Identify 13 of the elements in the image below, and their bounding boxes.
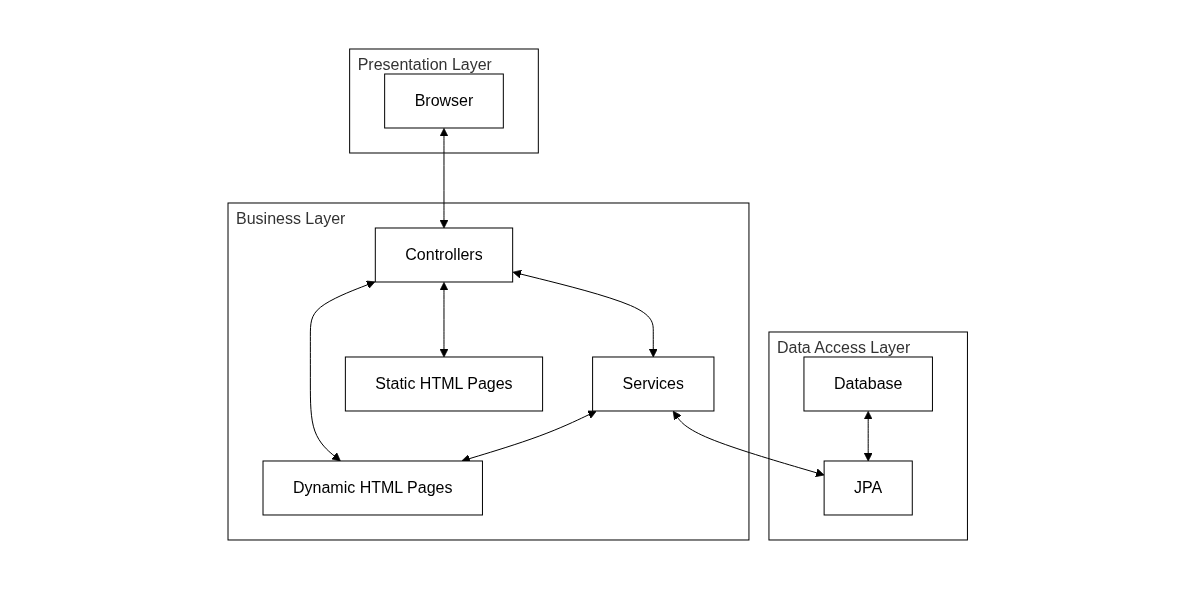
arrow: [439, 128, 449, 229]
node-box: Services: [592, 356, 715, 412]
arrow: [673, 410, 825, 478]
node-box: Database: [803, 356, 934, 412]
node-box: Controllers: [375, 227, 514, 283]
node-box: Dynamic HTML Pages: [262, 460, 484, 516]
node-box: Static HTML Pages: [345, 356, 544, 412]
node-box: JPA: [823, 460, 914, 516]
arrow: [864, 411, 873, 462]
arrow: [439, 282, 449, 358]
node-box: Browser: [384, 73, 505, 129]
arrow: [310, 280, 376, 462]
arrow: [512, 269, 658, 358]
